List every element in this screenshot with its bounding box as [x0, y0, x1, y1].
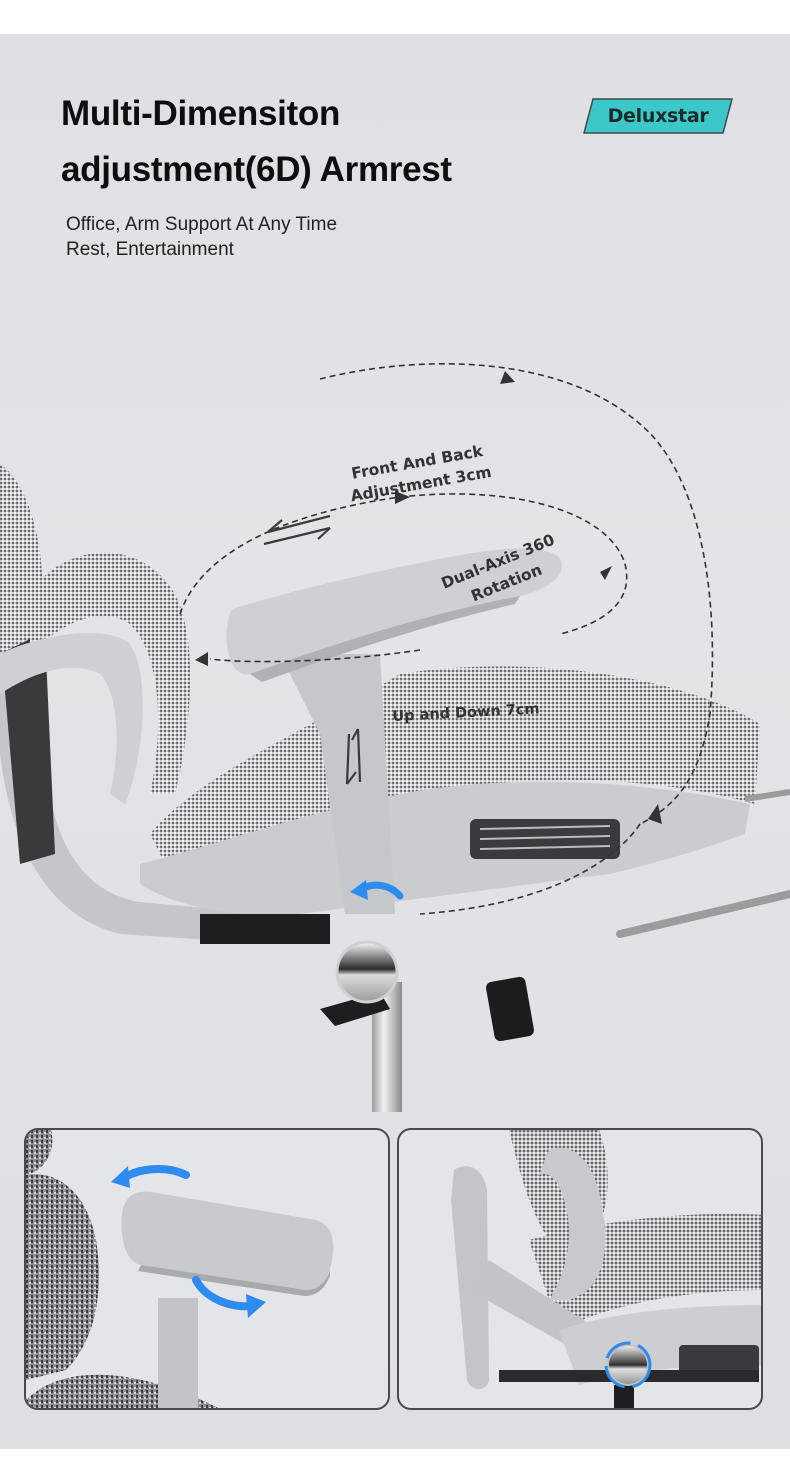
subtitle-line-2: Rest, Entertainment [66, 239, 234, 260]
subtitle-line-1: Office, Arm Support At Any Time [66, 214, 338, 235]
double-vertical-arrow-icon [345, 728, 362, 785]
double-horizontal-arrow-icon [263, 514, 331, 546]
armrest-rotation-closeup-panel [24, 1128, 390, 1410]
brand-logo: Deluxstar [583, 98, 733, 134]
product-page: Multi-Dimensiton adjustment(6D) Armrest … [0, 34, 790, 1449]
title-line-2: adjustment(6D) Armrest [61, 150, 452, 189]
page-subtitle: Office, Arm Support At Any Time Rest, En… [66, 212, 337, 262]
pivot-closeup-image [451, 1130, 761, 1408]
brand-logo-text: Deluxstar [607, 105, 709, 127]
blue-curved-arrow-icon [117, 1165, 190, 1184]
armrest-pivot-closeup-panel [397, 1128, 763, 1410]
title-line-1: Multi-Dimensiton [61, 94, 341, 133]
armrest-closeup-image [26, 1130, 334, 1408]
page-title: Multi-Dimensiton adjustment(6D) Armrest [61, 86, 452, 198]
blue-rotation-ring-icon [604, 1341, 652, 1389]
chair-illustration [0, 362, 790, 1112]
